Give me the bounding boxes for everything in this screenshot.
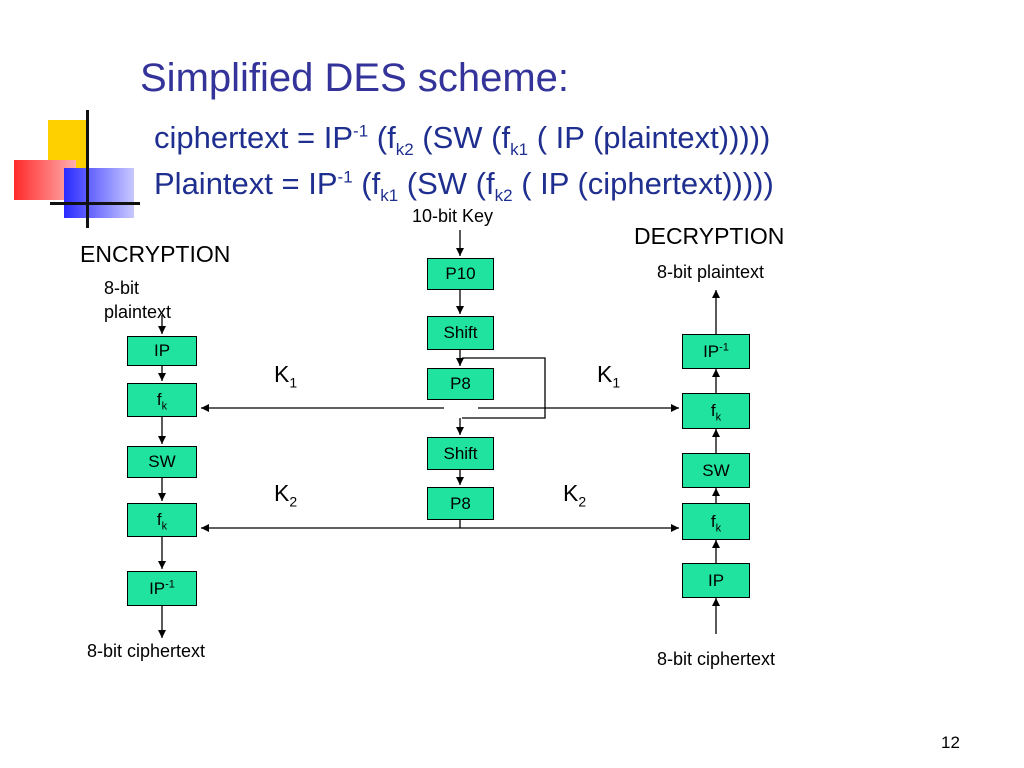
box-label-subscript: 2 bbox=[289, 493, 298, 510]
box-label: f bbox=[710, 401, 716, 420]
box-label: IP bbox=[149, 579, 166, 598]
slide-decoration bbox=[10, 110, 140, 230]
box-label-subscript: k bbox=[715, 411, 722, 424]
enc-fk1-box: fk bbox=[127, 383, 197, 417]
subkey-k1-label-right: K1 bbox=[597, 361, 621, 391]
box-label: f bbox=[156, 510, 162, 529]
box-label: Shift bbox=[443, 323, 478, 342]
equation-1-part-4: (SW (f bbox=[398, 166, 495, 201]
box-label: IP bbox=[707, 571, 725, 590]
dec-sw-box: SW bbox=[682, 453, 750, 488]
equation-1-part-5: k2 bbox=[494, 186, 513, 206]
box-label: K bbox=[274, 361, 290, 387]
box-label-subscript: 1 bbox=[612, 374, 621, 391]
equation-1-part-2: (f bbox=[352, 166, 381, 201]
equation-1-part-1: -1 bbox=[337, 167, 353, 187]
equation-0-part-6: ( IP (plaintext))))) bbox=[528, 120, 771, 155]
key-p10-box: P10 bbox=[427, 258, 494, 290]
key-input-label: 10-bit Key bbox=[412, 206, 494, 226]
encryption-input-label: 8-bit plaintext bbox=[104, 278, 172, 322]
subkey-k2-label-left: K2 bbox=[274, 480, 298, 510]
box-label: P8 bbox=[450, 494, 471, 513]
enc-sw-box: SW bbox=[127, 446, 197, 478]
equation-0-part-3: k2 bbox=[395, 140, 414, 160]
key-p8-2-box: P8 bbox=[427, 487, 494, 520]
box-label: SW bbox=[702, 461, 730, 480]
decryption-input-label: 8-bit ciphertext bbox=[657, 649, 776, 669]
decryption-heading: DECRYPTION bbox=[634, 223, 785, 249]
box-label-superscript: -1 bbox=[165, 578, 175, 591]
box-label: Shift bbox=[443, 444, 478, 463]
box-label-superscript: -1 bbox=[719, 341, 729, 354]
key-shift1-box: Shift bbox=[427, 316, 494, 350]
equation-1-part-6: ( IP (ciphertext))))) bbox=[512, 166, 774, 201]
box-label: f bbox=[710, 512, 716, 531]
box-label-subscript: k bbox=[161, 400, 168, 413]
key-bypass-line bbox=[462, 357, 546, 419]
equation-0-part-1: -1 bbox=[353, 121, 369, 141]
box-label: IP bbox=[153, 341, 171, 360]
box-label: K bbox=[597, 361, 613, 387]
box-label-subscript: k bbox=[161, 520, 168, 533]
equation-0-part-5: k1 bbox=[510, 140, 529, 160]
box-label: P8 bbox=[450, 374, 471, 393]
equation-decryption: Plaintext = IP-1 (fk1 (SW (fk2 ( IP (cip… bbox=[154, 166, 774, 206]
page-number: 12 bbox=[941, 733, 960, 752]
box-label: IP bbox=[703, 342, 720, 361]
box-label: P10 bbox=[445, 264, 476, 283]
enc-ip-inverse-box: IP-1 bbox=[127, 571, 197, 606]
encryption-heading: ENCRYPTION bbox=[80, 241, 231, 267]
encryption-output-label: 8-bit ciphertext bbox=[87, 641, 206, 661]
dec-fk2-box: fk bbox=[682, 503, 750, 540]
equation-0-part-0: ciphertext = IP bbox=[154, 120, 354, 155]
box-label: K bbox=[563, 480, 579, 506]
box-label: SW bbox=[148, 452, 176, 471]
key-p8-1-box: P8 bbox=[427, 368, 494, 400]
enc-ip-box: IP bbox=[127, 336, 197, 366]
box-label-subscript: k bbox=[715, 522, 722, 535]
box-label: f bbox=[156, 390, 162, 409]
enc-fk2-box: fk bbox=[127, 503, 197, 537]
subkey-k1-label-left: K1 bbox=[274, 361, 298, 391]
box-label: K bbox=[274, 480, 290, 506]
key-shift2-box: Shift bbox=[427, 437, 494, 470]
box-label-subscript: 2 bbox=[578, 493, 587, 510]
equation-1-part-3: k1 bbox=[380, 186, 399, 206]
box-label-subscript: 1 bbox=[289, 374, 298, 391]
dec-ip-box: IP bbox=[682, 563, 750, 598]
equation-1-part-0: Plaintext = IP bbox=[154, 166, 338, 201]
equation-0-part-4: (SW (f bbox=[413, 120, 511, 155]
decryption-output-label: 8-bit plaintext bbox=[657, 262, 765, 282]
equation-encryption: ciphertext = IP-1 (fk2 (SW (fk1 ( IP (pl… bbox=[154, 120, 771, 160]
subkey-k2-label-right: K2 bbox=[563, 480, 587, 510]
slide-title: Simplified DES scheme: bbox=[140, 56, 570, 100]
dec-fk1-box: fk bbox=[682, 393, 750, 429]
dec-ip-inverse-box: IP-1 bbox=[682, 334, 750, 369]
equation-0-part-2: (f bbox=[368, 120, 396, 155]
